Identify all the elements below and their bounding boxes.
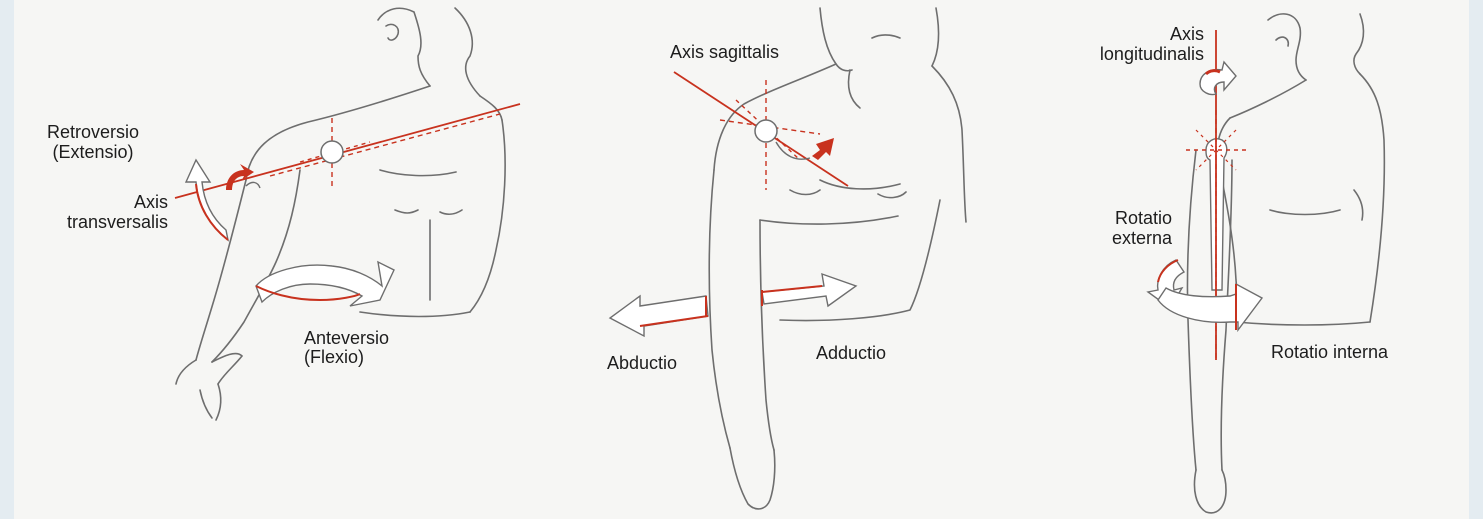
- figure-1-axes: [175, 104, 520, 198]
- label-flexio: (Flexio): [304, 347, 364, 367]
- label-abductio: Abductio: [607, 353, 677, 373]
- label-axis-transversalis-1: Axis: [30, 192, 168, 212]
- label-rotatio-externa-1: Rotatio: [1060, 208, 1172, 228]
- abductio-arrow: [610, 296, 708, 336]
- adductio-arrow: [762, 274, 856, 306]
- label-axis-longitudinalis-1: Axis: [1070, 24, 1204, 44]
- figure-2-body: [709, 8, 966, 509]
- retroversio-arrow: [186, 160, 260, 240]
- label-retroversio: Retroversio: [32, 122, 154, 142]
- label-axis-sagittalis: Axis sagittalis: [670, 42, 779, 62]
- label-extensio: (Extensio): [32, 142, 154, 162]
- axis-longitudinalis-arrow: [1200, 62, 1236, 95]
- label-axis-transversalis-2: transversalis: [30, 212, 168, 232]
- label-adductio: Adductio: [816, 343, 886, 363]
- label-rotatio-externa-2: externa: [1060, 228, 1172, 248]
- label-rotatio-interna: Rotatio interna: [1271, 342, 1388, 362]
- label-anteversio: Anteversio: [304, 328, 389, 348]
- label-axis-longitudinalis-2: longitudinalis: [1070, 44, 1204, 64]
- anteversio-arrow: [256, 262, 394, 306]
- figure-2-axes: [674, 72, 848, 190]
